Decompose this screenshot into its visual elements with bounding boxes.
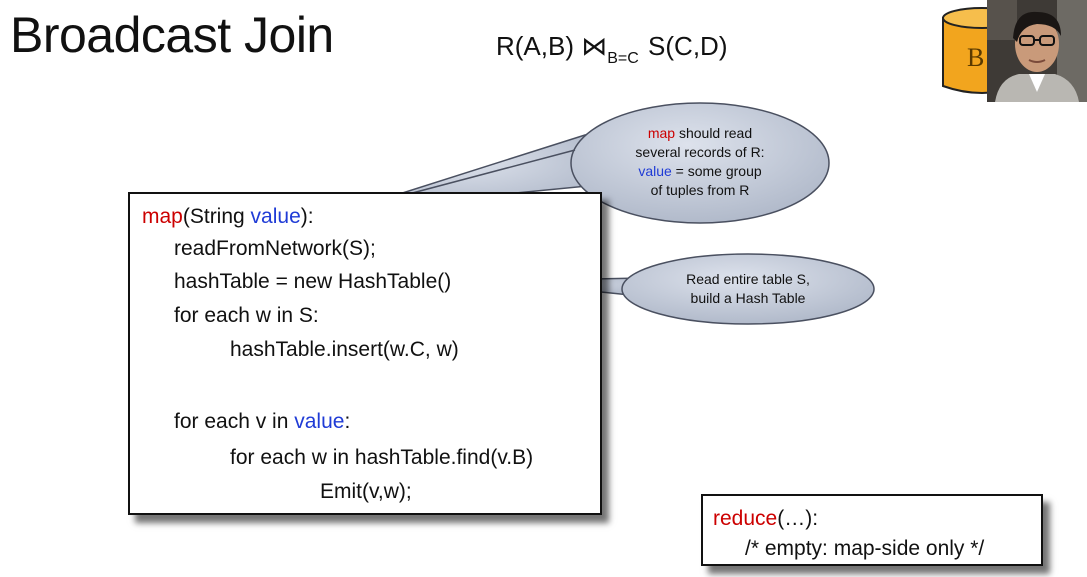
join-symbol: ⋈: [581, 31, 608, 61]
callout-hash-line1: Read entire table S,: [686, 271, 810, 287]
svg-text:B: B: [967, 43, 984, 72]
map-keyword: map: [142, 205, 183, 228]
reduce-body: /* empty: map-side only */: [745, 537, 985, 560]
join-condition: B=C: [607, 50, 639, 67]
code-line-insert: hashTable.insert(w.C, w): [230, 338, 459, 361]
callout-map-line4: of tuples from R: [650, 182, 750, 198]
formula-right: S(C,D): [640, 31, 728, 61]
callout-map-line3-rest: = some group: [671, 163, 762, 179]
reduce-args: (…):: [777, 507, 819, 530]
presenter-webcam: B: [937, 0, 1087, 102]
formula-left: R(A,B): [496, 31, 582, 61]
slide-title: Broadcast Join: [10, 7, 334, 63]
value-param-2: value: [294, 410, 345, 433]
reduce-code-box: reduce(…): /* empty: map-side only */: [701, 494, 1043, 566]
map-sig-end: ):: [300, 205, 314, 228]
code-line-for-each-w: for each w in S:: [174, 304, 319, 327]
callout-map-line1-rest: should read: [675, 125, 753, 141]
reduce-keyword: reduce: [713, 507, 778, 530]
code-line-for-each-v: for each v in value:: [174, 409, 350, 435]
callout-map-line2: several records of R:: [635, 144, 765, 160]
callout-hash-line2: build a Hash Table: [690, 290, 806, 306]
callout-map-param: value: [638, 163, 672, 179]
for-each-v-pre: for each v in: [174, 410, 295, 433]
callout-map-line3: value = some group: [600, 162, 800, 181]
callout-hash-text: Read entire table S, build a Hash Table: [648, 270, 848, 308]
code-line-read-network: readFromNetwork(S);: [174, 237, 376, 260]
code-line-new-hashtable: hashTable = new HashTable(): [174, 270, 452, 293]
callout-map-bubble: [351, 102, 830, 224]
map-code-box: map(String value): readFromNetwork(S); h…: [128, 192, 602, 515]
code-line-emit: Emit(v,w);: [320, 480, 412, 503]
callout-map-line1: map should read: [600, 124, 800, 143]
presenter-figure: [995, 11, 1079, 102]
callout-map-fn: map: [647, 125, 676, 141]
value-param: value: [250, 205, 301, 228]
reduce-signature: reduce(…):: [713, 506, 818, 532]
for-each-v-end: :: [344, 410, 351, 433]
webcam-icon: B: [937, 0, 1087, 102]
map-sig-mid: (String: [182, 205, 251, 228]
callout-map-text: map should read several records of R: va…: [600, 124, 800, 200]
code-line-map-signature: map(String value):: [142, 204, 314, 230]
join-formula: R(A,B) ⋈B=C S(C,D): [496, 28, 727, 69]
code-line-find: for each w in hashTable.find(v.B): [230, 446, 534, 469]
